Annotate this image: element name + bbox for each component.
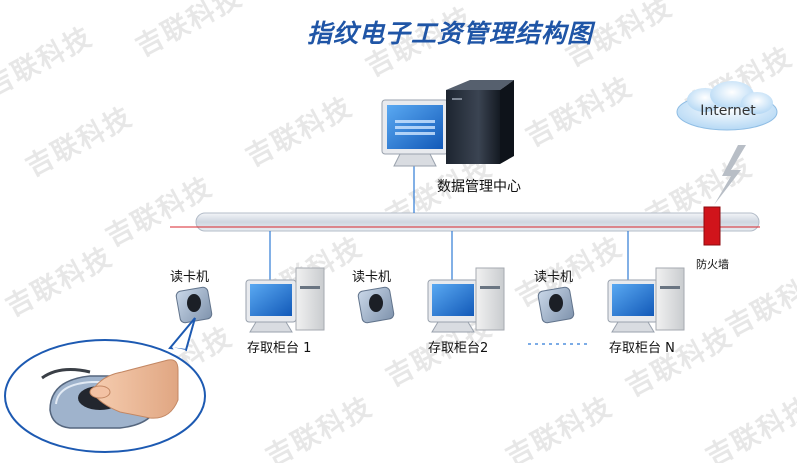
pc-tower-icon xyxy=(476,268,504,330)
card-reader-label: 读卡机 xyxy=(352,266,391,285)
firewall xyxy=(704,207,720,245)
counter-label: 存取柜台2 xyxy=(428,337,488,356)
counter-label: 存取柜台 N xyxy=(609,337,675,356)
data-center-label: 数据管理中心 xyxy=(437,176,521,196)
data-center-workstation xyxy=(382,80,514,166)
pc-tower-icon xyxy=(296,268,324,330)
lightning-icon xyxy=(714,145,746,205)
card-reader-label: 读卡机 xyxy=(534,266,573,285)
pc-tower-icon xyxy=(656,268,684,330)
counter-workstation-1 xyxy=(246,268,324,332)
counter-workstation-2 xyxy=(428,268,504,332)
counter-label: 存取柜台 1 xyxy=(247,337,311,356)
fingerprint-reader-icon xyxy=(537,286,574,323)
diagram-title: 指纹电子工资管理结构图 xyxy=(240,14,660,50)
network-bus xyxy=(170,213,760,231)
internet-label: Internet xyxy=(683,103,773,119)
fingerprint-reader-icon xyxy=(357,286,394,323)
card-reader-label: 读卡机 xyxy=(170,266,209,285)
fingerprint-callout xyxy=(5,318,205,452)
counter-workstation-n xyxy=(608,268,684,332)
firewall-label: 防火墙 xyxy=(696,256,729,272)
server-icon xyxy=(446,80,514,164)
